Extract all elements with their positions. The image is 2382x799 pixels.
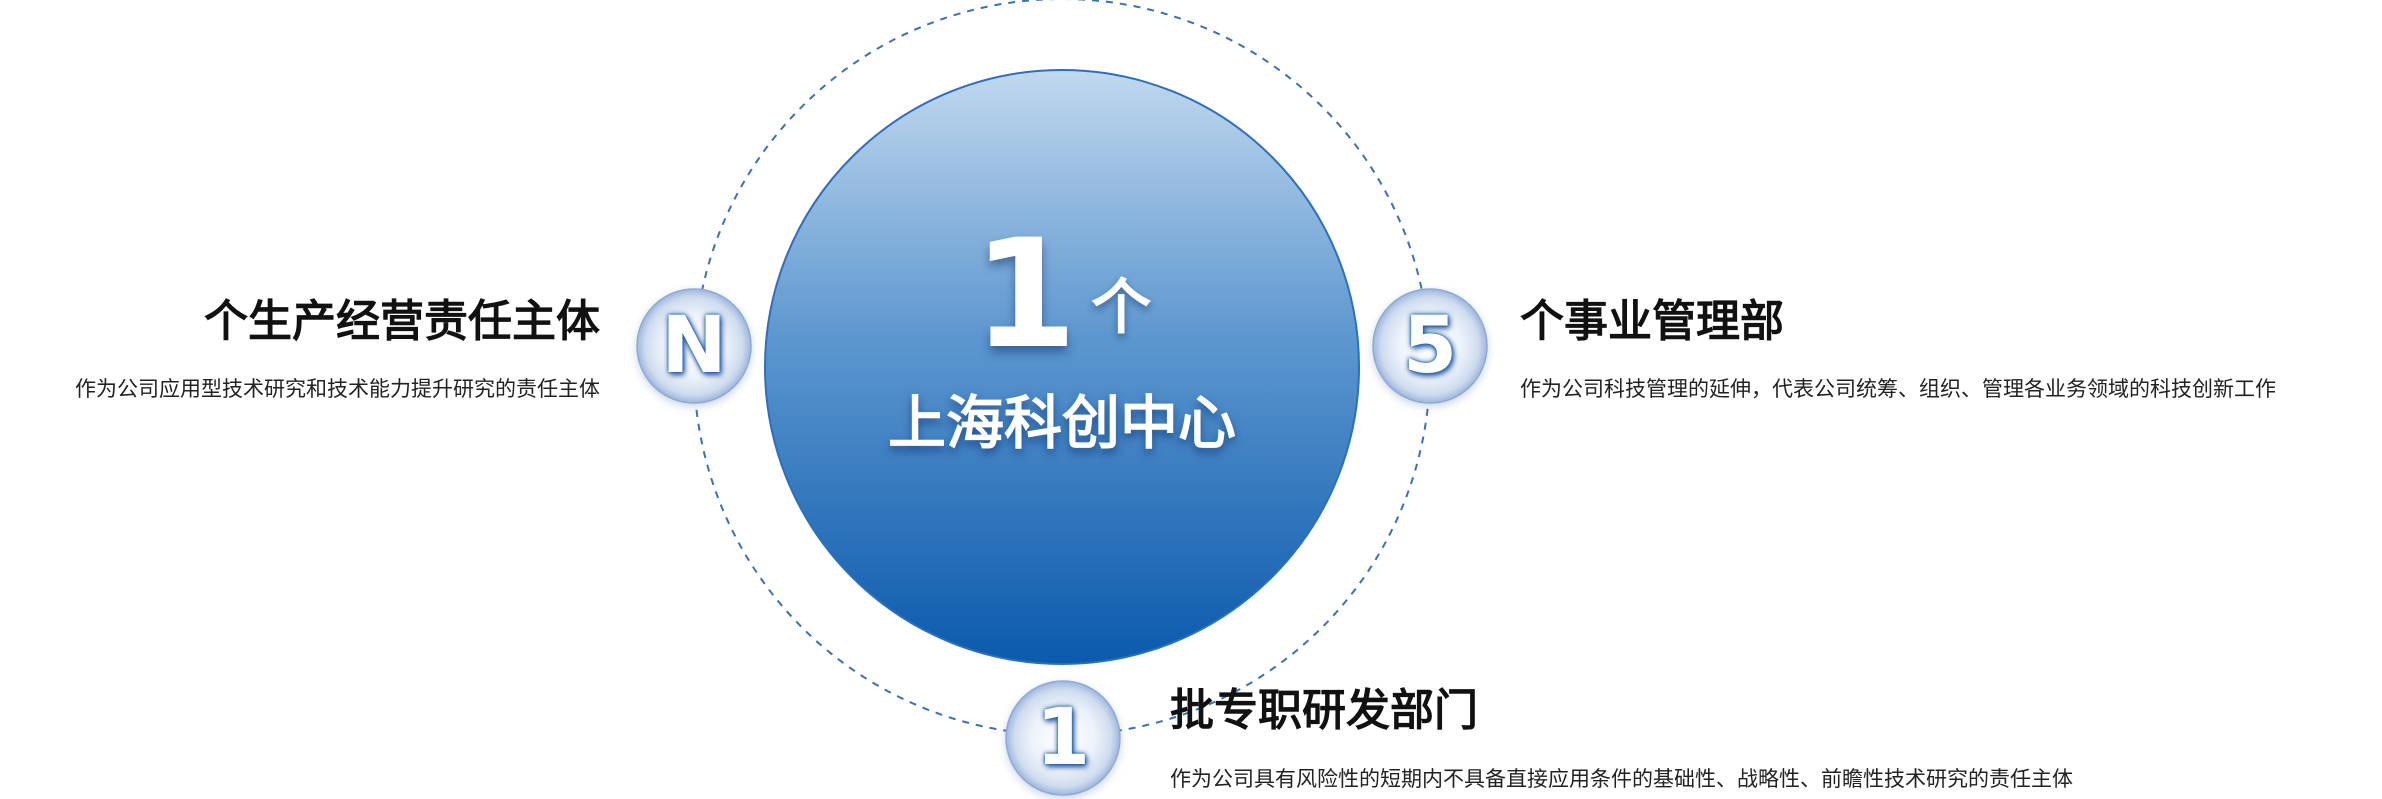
center-unit: 个: [1091, 273, 1152, 343]
center-name: 上海科创中心: [887, 389, 1236, 457]
item-title-5: 个事业管理部: [1520, 296, 1784, 347]
node-key-n: N: [661, 301, 727, 391]
item-title-1: 批专职研发部门: [1170, 685, 1478, 736]
center-count: 1 个: [765, 220, 1359, 370]
node-circle-n: [636, 288, 752, 404]
item-desc-n: 作为公司应用型技术研究和技术能力提升研究的责任主体: [75, 377, 600, 401]
center-circle: [764, 69, 1360, 665]
node-circle-5: [1372, 288, 1488, 404]
center-number: 1: [972, 208, 1077, 382]
center-label-group: 1 个 上海科创中心: [765, 70, 1359, 664]
item-desc-1: 作为公司具有风险性的短期内不具备直接应用条件的基础性、战略性、前瞻性技术研究的责…: [1170, 767, 2073, 791]
node-key-5: 5: [1402, 301, 1458, 391]
item-desc-5: 作为公司科技管理的延伸，代表公司统筹、组织、管理各业务领域的科技创新工作: [1520, 377, 2276, 401]
node-circle-1: [1005, 680, 1121, 796]
node-key-1: 1: [1035, 693, 1091, 783]
item-title-n: 个生产经营责任主体: [204, 296, 600, 347]
